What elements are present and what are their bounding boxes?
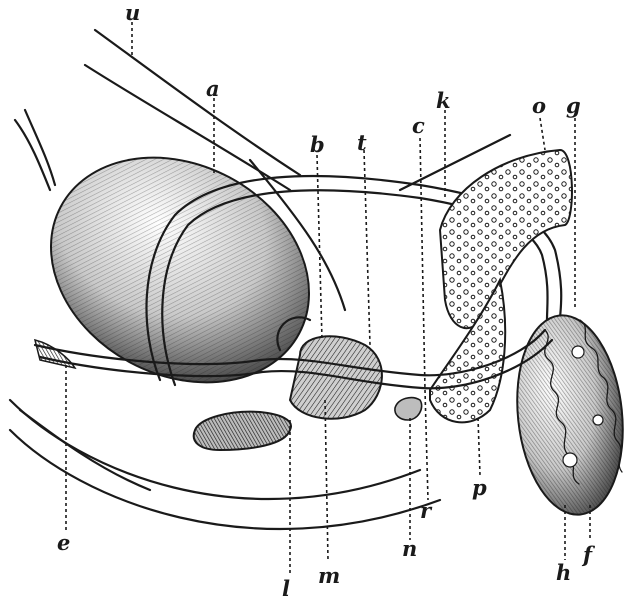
label-a: a <box>206 76 220 101</box>
label-b: b <box>310 132 325 157</box>
label-k: k <box>436 88 451 113</box>
label-n: n <box>402 536 417 561</box>
label-m: m <box>318 563 340 588</box>
label-l: l <box>282 576 290 601</box>
label-e: e <box>57 530 70 555</box>
bulb <box>194 412 291 450</box>
label-u: u <box>125 0 140 25</box>
label-h: h <box>556 560 571 585</box>
label-c: c <box>412 113 425 138</box>
label-t: t <box>357 130 367 155</box>
label-r: r <box>420 498 433 523</box>
label-o: o <box>532 93 546 118</box>
label-f: f <box>581 542 596 567</box>
label-p: p <box>472 475 487 500</box>
label-g: g <box>566 93 581 118</box>
small-gland <box>395 398 422 420</box>
testis <box>508 310 630 520</box>
